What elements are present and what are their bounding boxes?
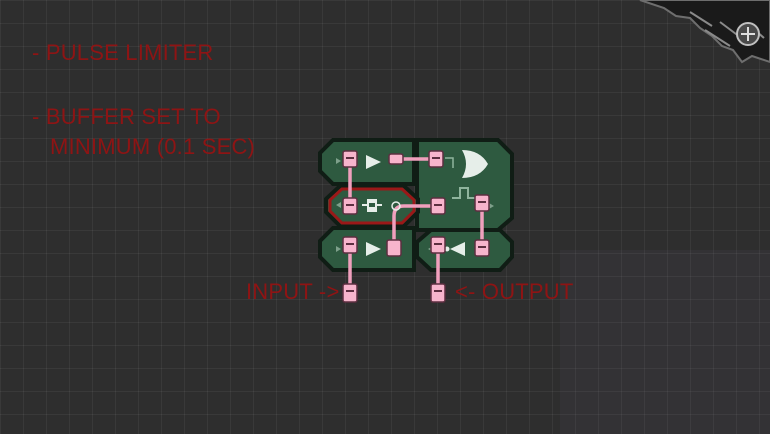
note-minimum: MINIMUM (0.1 SEC) bbox=[50, 134, 256, 159]
note-buffer-set: - BUFFER SET TO bbox=[32, 104, 221, 129]
buffer-triangle-icon bbox=[366, 155, 381, 169]
input-label: INPUT -> bbox=[246, 279, 340, 304]
grid-highlight-area bbox=[560, 250, 770, 434]
signal-line-icon bbox=[445, 157, 454, 168]
pulse-filter-icon bbox=[452, 187, 476, 199]
or-gate-icon bbox=[462, 150, 488, 178]
note-pulse-limiter: - PULSE LIMITER bbox=[32, 40, 214, 65]
buffer-triangle-icon bbox=[366, 242, 381, 256]
not-gate-icon bbox=[450, 242, 465, 256]
output-label: <- OUTPUT bbox=[455, 279, 574, 304]
buffer-timer-selection bbox=[328, 187, 416, 225]
